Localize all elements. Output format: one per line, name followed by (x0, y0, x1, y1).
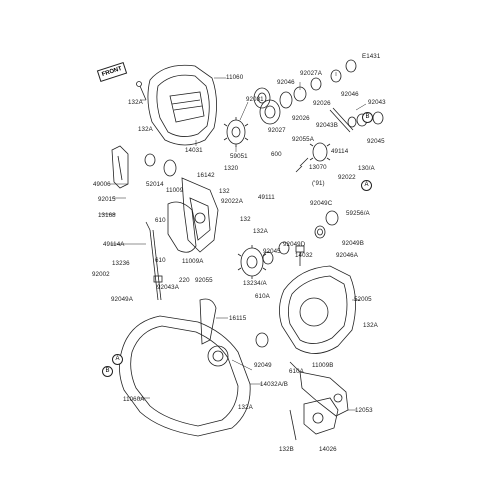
part-label-92027a: 92027A (300, 70, 322, 77)
part-label-92049a: 92049A (111, 296, 133, 303)
part-label-610-b: 610 (155, 257, 166, 264)
part-label-59256a: 59256/A (346, 210, 370, 217)
part-label-92049b: 92049B (342, 240, 364, 247)
part-label-610a: 610A (255, 293, 270, 300)
part-label-132a-5: 132A (238, 404, 253, 411)
fitting-52014 (144, 153, 177, 177)
part-label-92015: 92015 (98, 196, 116, 203)
part-label-49111: 49111 (258, 194, 275, 201)
part-label-92049c: 92049C (310, 200, 333, 207)
part-label-92045-b: 92045 (263, 248, 281, 255)
part-label-14032: 14032 (295, 252, 313, 259)
part-label-92049d: 92049D (283, 241, 306, 248)
part-label-13234a: 13234/A (243, 280, 267, 287)
gear-59051 (223, 117, 249, 147)
part-label-132a-3: 132A (253, 228, 268, 235)
leader-lines (100, 72, 372, 411)
part-label-11060a: 11060A (123, 396, 145, 403)
part-label-132a: 132A (128, 99, 143, 106)
shaft-49114a (145, 221, 163, 301)
year-note: ('91) (312, 180, 325, 187)
clutch-cover-14031 (147, 64, 217, 146)
part-label-92043a: 92043A (157, 284, 179, 291)
impeller-13070 (295, 142, 331, 173)
part-label-92046-b: 92046 (341, 91, 359, 98)
part-label-610: 610 (155, 217, 166, 224)
gear-13234a (237, 241, 290, 279)
part-label-92027: 92027 (268, 127, 286, 134)
part-label-220: 220 (179, 277, 190, 284)
part-label-92026: 92026 (313, 100, 331, 107)
part-label-16115: 16115 (229, 315, 247, 322)
part-label-132a-4: 132A (363, 322, 378, 329)
part-label-92049: 92049 (254, 362, 272, 369)
shaft-92043b (329, 107, 384, 133)
diagram-code: E1431 (362, 53, 381, 60)
crankcase-cover-11060a (119, 298, 269, 437)
part-label-92026-b: 92026 (292, 115, 310, 122)
part-label-13236: 13236 (112, 260, 130, 267)
part-label-92046a: 92046A (336, 252, 358, 259)
part-label-132b: 132B (279, 446, 294, 453)
part-label-92022a: 92022A (221, 198, 243, 205)
part-label-132a-2: 132A (138, 126, 153, 133)
cover-14026 (289, 397, 339, 441)
water-hose-49006 (111, 145, 129, 189)
part-label-92081: 92081 (246, 96, 264, 103)
part-label-130a: 130/A (358, 165, 375, 172)
part-label-610a-b: 610A (289, 368, 304, 375)
part-label-49006: 49006 (93, 181, 111, 188)
part-label-92055: 92055 (195, 277, 213, 284)
ref-marker-b: B (102, 366, 113, 377)
pump-housing-16142 (181, 177, 219, 253)
part-label-1320: 1320 (224, 165, 239, 172)
part-label-12053: 12053 (355, 407, 373, 414)
part-label-13070: 13070 (309, 164, 327, 171)
part-label-16142: 16142 (197, 172, 215, 179)
part-label-92002: 92002 (92, 271, 110, 278)
part-label-132-b: 132 (240, 216, 251, 223)
part-label-52005: 52005 (354, 296, 372, 303)
part-label-14031: 14031 (185, 147, 203, 154)
part-label-13168: 13168 (98, 212, 116, 219)
part-label-52014: 52014 (146, 181, 164, 188)
part-label-92045: 92045 (367, 138, 385, 145)
right-cover-14032 (279, 210, 356, 354)
lever-12053 (289, 361, 349, 417)
part-label-600: 600 (271, 151, 282, 158)
part-label-92055a: 92055A (292, 136, 314, 143)
part-label-92043b: 92043B (316, 122, 338, 129)
part-label-11009a: 11009A (182, 258, 204, 265)
part-label-92046: 92046 (277, 79, 295, 86)
part-label-49114: 49114 (331, 148, 349, 155)
part-label-11009b: 11009B (312, 362, 334, 369)
part-label-59051: 59051 (230, 153, 248, 160)
part-label-92043: 92043 (368, 99, 386, 106)
part-label-14032ab: 14032A/B (260, 381, 288, 388)
part-label-92022: 92022 (338, 174, 356, 181)
gear-stack (253, 59, 357, 125)
part-label-11060: 11060 (226, 74, 244, 81)
part-label-14026: 14026 (319, 446, 337, 453)
ref-marker-b-right: B (362, 112, 373, 123)
part-label-132: 132 (219, 188, 230, 195)
part-label-11009: 11009 (166, 187, 184, 194)
ref-marker-a: A (112, 354, 123, 365)
bolt-132a-top (136, 81, 147, 101)
gasket-11009a (167, 201, 197, 253)
part-label-49114a: 49114A (103, 241, 125, 248)
ref-marker-a-right: A (361, 180, 372, 191)
